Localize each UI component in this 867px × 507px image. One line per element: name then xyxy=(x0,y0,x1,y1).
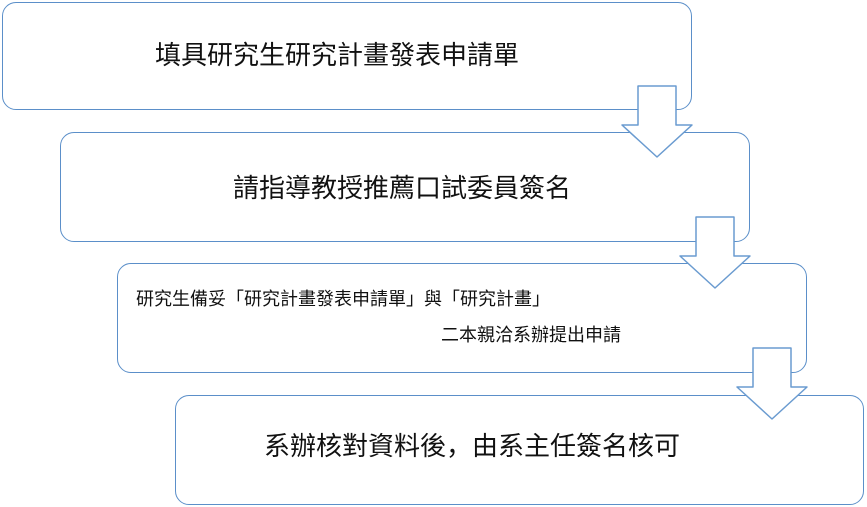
flow-step-1-label: 填具研究生研究計畫發表申請單 xyxy=(155,41,520,71)
flow-step-3-label-line-1: 研究生備妥「研究計畫發表申請單」與「研究計畫」 xyxy=(136,289,550,310)
down-arrow-icon-3 xyxy=(736,347,808,420)
down-arrow-3-shape xyxy=(736,347,808,420)
flow-step-3: 研究生備妥「研究計畫發表申請單」與「研究計畫」 二本親洽系辦提出申請 xyxy=(117,263,807,373)
down-arrow-icon-2 xyxy=(679,216,751,289)
down-arrow-1-shape xyxy=(621,85,693,158)
flow-step-2: 請指導教授推薦口試委員簽名 xyxy=(60,132,750,242)
flow-step-3-label-line-2: 二本親洽系辦提出申請 xyxy=(441,325,621,346)
flow-step-4: 系辦核對資料後，由系主任簽名核可 xyxy=(175,395,864,505)
down-arrow-icon-1 xyxy=(621,85,693,158)
flow-step-1: 填具研究生研究計畫發表申請單 xyxy=(2,2,692,110)
flow-step-4-label: 系辦核對資料後，由系主任簽名核可 xyxy=(264,432,681,462)
flow-step-2-label: 請指導教授推薦口試委員簽名 xyxy=(233,174,572,204)
down-arrow-2-shape xyxy=(679,216,751,289)
